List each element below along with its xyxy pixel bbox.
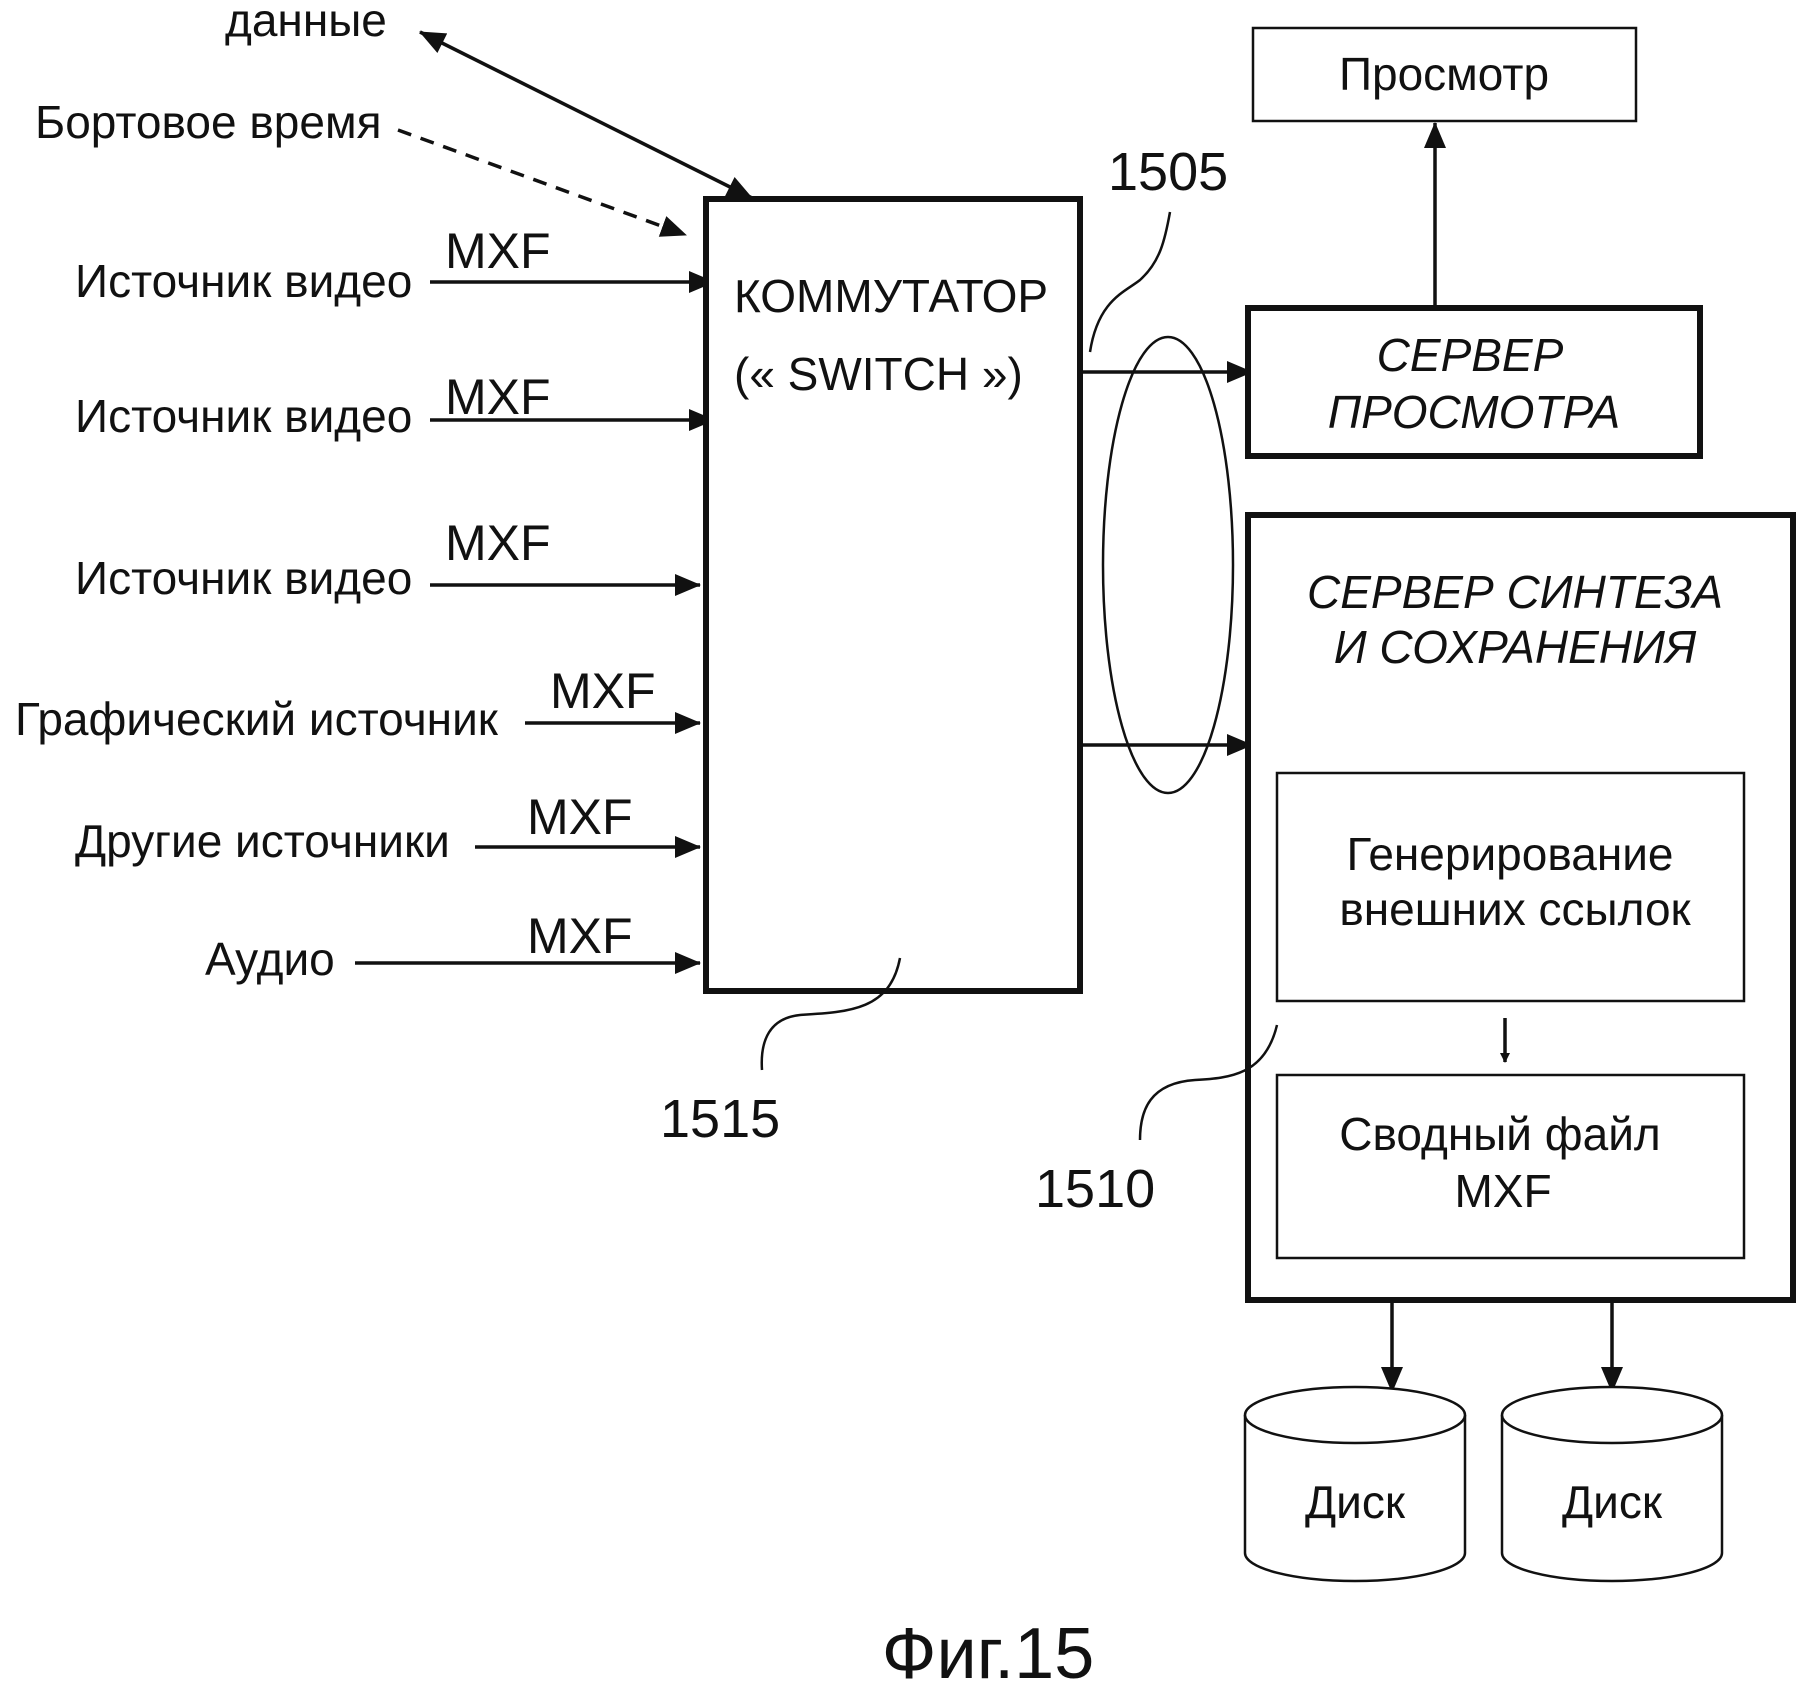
mxf-label-1: MXF xyxy=(445,223,551,279)
data-arrow xyxy=(419,30,753,200)
switch-subtitle: (« SWITCH ») xyxy=(734,348,1023,400)
disk-2: Диск xyxy=(1500,1385,1724,1583)
data-label: данные xyxy=(225,0,387,46)
audio-label: Аудио xyxy=(205,933,335,985)
other-sources-label: Другие источники xyxy=(75,815,450,867)
disk-1-label: Диск xyxy=(1305,1476,1406,1528)
switch-box xyxy=(703,196,1083,994)
summary-file-line1: Сводный файл xyxy=(1339,1108,1660,1160)
onboard-time-label: Бортовое время xyxy=(35,96,381,148)
bus-ref-leader xyxy=(1088,211,1172,353)
mxf-label-3: MXF xyxy=(445,515,551,571)
mxf-label-2: MXF xyxy=(445,369,551,425)
switch-title: КОММУТАТОР xyxy=(734,270,1048,322)
mxf-label-4: MXF xyxy=(550,663,656,719)
input-audio: Аудио MXF xyxy=(205,908,701,985)
switch-ref-number: 1515 xyxy=(660,1089,780,1149)
input-video-source-3: Источник видео MXF xyxy=(75,515,701,604)
ext-links-line2: внешних ссылок xyxy=(1339,883,1691,935)
video-source-1-label: Источник видео xyxy=(75,255,412,307)
synth-ref-leader xyxy=(1138,1024,1279,1141)
onboard-time-arrow xyxy=(397,128,687,237)
bus-ellipse xyxy=(1101,335,1235,795)
figure-caption: Фиг.15 xyxy=(882,1614,1095,1689)
input-other-sources: Другие источники MXF xyxy=(75,789,701,867)
summary-file-line2: MXF xyxy=(1454,1165,1551,1217)
input-video-source-2: Источник видео MXF xyxy=(75,369,715,442)
view-server-subtitle: ПРОСМОТРА xyxy=(1328,386,1620,438)
mxf-label-5: MXF xyxy=(527,789,633,845)
view-server-box xyxy=(1245,305,1703,459)
synth-ref-number: 1510 xyxy=(1035,1159,1155,1219)
input-graphic-source: Графический источник MXF xyxy=(15,663,701,745)
video-source-3-label: Источник видео xyxy=(75,552,412,604)
ext-links-line1: Генерирование xyxy=(1346,828,1673,880)
synth-server-title: СЕРВЕР СИНТЕЗА xyxy=(1307,566,1723,618)
bus-ref-number: 1505 xyxy=(1108,142,1228,202)
view-server-title: СЕРВЕР xyxy=(1377,329,1564,381)
video-source-2-label: Источник видео xyxy=(75,390,412,442)
switch-ref-leader xyxy=(760,957,902,1071)
synth-server-subtitle: И СОХРАНЕНИЯ xyxy=(1334,621,1697,673)
view-box xyxy=(1251,26,1638,123)
ext-links-box xyxy=(1275,771,1746,1003)
disk-1: Диск xyxy=(1243,1385,1467,1583)
view-label: Просмотр xyxy=(1339,48,1549,100)
mxf-label-6: MXF xyxy=(527,908,633,964)
summary-file-box xyxy=(1275,1073,1746,1260)
disk-2-label: Диск xyxy=(1562,1476,1663,1528)
input-video-source-1: Источник видео MXF xyxy=(75,223,715,307)
graphic-source-label: Графический источник xyxy=(15,693,499,745)
